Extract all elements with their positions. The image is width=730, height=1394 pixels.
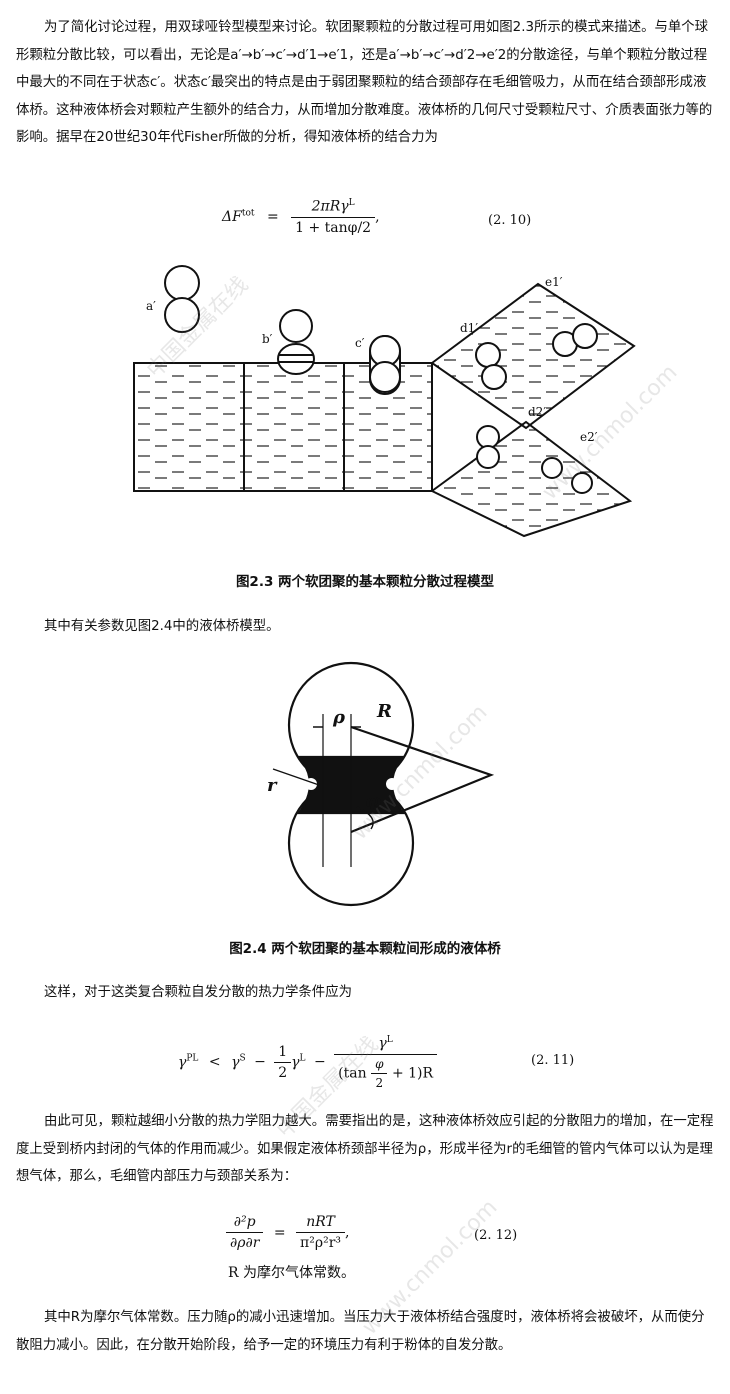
label-b: b′ [262,332,273,346]
label-R: R [376,701,392,722]
eq-lhs: ΔFtot [222,208,255,225]
eq-fraction: 2πRγL 1 + tanφ/2 [291,198,376,236]
figure-2-4-liquid-bridge: ρ R r φ [267,661,495,907]
label-e2: e2′ [580,430,598,444]
label-r: r [267,775,278,796]
figure-2-3-caption: 图2.3 两个软团聚的基本颗粒分散过程模型 [235,574,495,590]
label-c: c′ [355,336,365,350]
label-phi: φ [365,791,382,812]
label-d2: d2′ [528,405,546,419]
paragraph-figure-ref: 其中有关参数见图2.4中的液体桥模型。 [44,619,280,634]
figure-2-4-caption: 图2.4 两个软团聚的基本颗粒间形成的液体桥 [229,941,501,957]
paragraph-intro: 为了简化讨论过程，用双球哑铃型模型来讨论。软团聚颗粒的分散过程可用如图2.3所示… [16,20,713,145]
label-a: a′ [146,299,156,313]
paragraph-conclusion: 其中R为摩尔气体常数。压力随ρ的减小迅速增加。当压力大于液体桥结合强度时，液体桥… [16,1310,705,1353]
label-e1: e1′ [545,275,563,289]
label-d1: d1′ [460,321,478,335]
paragraph-analysis: 由此可见，颗粒越细小分散的热力学阻力越大。需要指出的是，这种液体桥效应引起的分散… [16,1114,714,1184]
label-rho: ρ [332,707,346,728]
equation-note: R 为摩尔气体常数。 [228,1265,355,1281]
equation-number: (2. 10) [488,213,532,228]
equation-number: (2. 11) [531,1053,575,1068]
equation-2-10: ΔFtot = 2πRγL 1 + tanφ/2 , [222,198,380,236]
figure-2-3-dispersion-model: a′ b′ c′ d1′ e1′ d2′ e2′ [133,265,636,538]
equation-number: (2. 12) [474,1228,518,1243]
paragraph-condition: 这样，对于这类复合颗粒自发分散的热力学条件应为 [44,985,352,1000]
